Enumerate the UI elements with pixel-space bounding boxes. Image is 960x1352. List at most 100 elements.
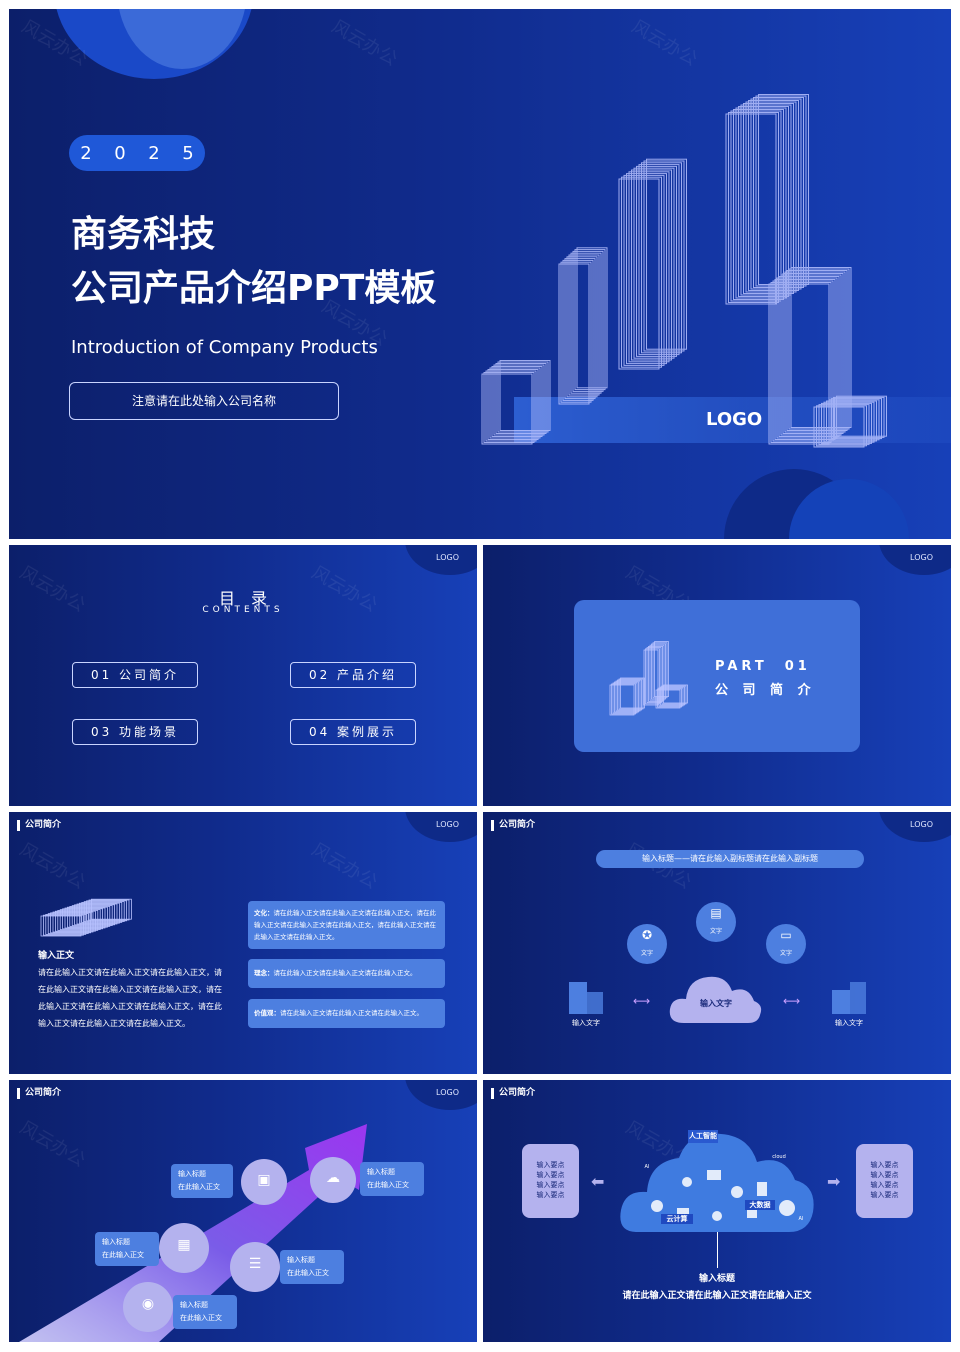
watermark: 风云办公 [307,562,381,617]
logo-label: LOGO [910,820,933,829]
point-item: 输入要点 [536,1191,565,1199]
clipboard-icon: ▦ [177,1237,191,1253]
watermark: 风云办公 [15,839,89,894]
building-wireframe-graphic [481,94,951,448]
watermark: 风云办公 [627,16,701,71]
points-card: 输入要点 输入要点 输入要点 输入要点 [522,1144,579,1218]
toc-item[interactable]: 03 功能场景 [72,719,198,745]
point-item: 输入要点 [870,1161,899,1169]
cover-slide: 风云办公 风云办公 风云办公 风云办公 2 0 2 5 商务科技 公司产品介绍P… [9,9,951,539]
cloud-monitor-icon: ☁ [326,1170,340,1186]
step-title: 输入标题 [180,1301,208,1309]
cover-title-line1: 商务科技 [71,214,216,255]
logo-label: LOGO [436,1088,459,1097]
point-item: 输入要点 [870,1191,899,1199]
step-circle [230,1242,280,1292]
arrow-right-icon: ➡ [827,1172,841,1191]
info-card: 文化：请在此输入正文请在此输入正文请在此输入正文，请在此输入正文请在此输入正文请… [248,901,445,949]
step-circle [310,1157,356,1203]
step-text: 在此输入正文 [102,1251,144,1259]
double-arrow-icon: ⟷ [633,994,651,1008]
year-digit: 5 [182,142,194,164]
step-card: 输入标题 在此输入正文 [360,1162,424,1196]
user-icon: ◉ [141,1296,155,1312]
toc-item[interactable]: 02 产品介绍 [290,662,416,688]
step-text: 在此输入正文 [178,1183,220,1191]
right-label: 输入文字 [835,1019,863,1027]
watermark: 风云办公 [307,839,381,894]
toc-slide: LOGO 风云办公 风云办公 目 录 CONTENTS 01 公司简介 02 产… [9,545,477,806]
feature-circle [696,902,736,942]
card-label: 文化： [254,909,274,917]
layer-stack-graphic [40,898,132,937]
logo-label: LOGO [910,553,933,562]
logo-label: LOGO [436,553,459,562]
cover-logo: LOGO [706,409,763,430]
monitor-icon: ▭ [780,928,792,942]
intro-body: 请在此输入正文请在此输入正文请在此输入正文，请在此输入正文请在此输入正文请在此输… [38,968,222,1028]
year-digit: 0 [114,142,126,164]
arrow-slide: LOGO 公司简介 风云办公 ▣ 输入标题 在此输入正文 ☁ 输入标题 在此输入… [9,1080,477,1342]
step-card: 输入标题 在此输入正文 [280,1250,344,1284]
logo-band [514,397,951,443]
intro-slide: LOGO 公司简介 风云办公 风云办公 输入正文 请在此输入正文请在此输入正文请… [9,812,477,1074]
step-text: 在此输入正文 [180,1314,222,1322]
toc-item[interactable]: 04 案例展示 [290,719,416,745]
circle-label: 文字 [640,950,653,957]
card-text: 请在此输入正文请在此输入正文请在此输入正文。 [273,969,417,977]
step-card: 输入标题 在此输入正文 [171,1164,233,1198]
section-title: 公司简介 [17,1088,61,1099]
tech-slide: 公司简介 风云办公 输入要点 输入要点 输入要点 输入要点 ⬅ 输入要点 输入要… [483,1080,951,1342]
cloud-tag: AI [644,1164,650,1170]
step-circle [241,1159,287,1205]
tech-heading: 输入标题 [698,1274,735,1284]
building-icon [832,982,866,1014]
intro-heading: 输入正文 [38,951,75,961]
document-icon: ▤ [710,906,722,920]
step-title: 输入标题 [287,1256,315,1264]
step-card: 输入标题 在此输入正文 [95,1232,159,1266]
card-label: 理念： [254,969,274,977]
part-name: 公 司 简 介 [715,683,816,698]
step-card: 输入标题 在此输入正文 [173,1295,237,1329]
card-text: 请在此输入正文请在此输入正文请在此输入正文，请在此输入正文请在此输入正文请在此输… [254,909,436,941]
point-item: 输入要点 [536,1161,565,1169]
part-card [574,600,860,752]
card-text: 请在此输入正文请在此输入正文请在此输入正文。 [280,1009,423,1017]
step-title: 输入标题 [102,1238,130,1246]
toc-title: 目 录 [218,589,267,608]
cloud-tag: 大数据 [745,1200,775,1210]
point-item: 输入要点 [870,1181,899,1189]
logo-label: LOGO [436,820,459,829]
section-title: 公司简介 [17,820,61,831]
cloud-tag: AI [798,1216,804,1222]
company-name-button[interactable]: 注意请在此处输入公司名称 [69,382,339,420]
cloud-icon [669,976,762,1023]
step-text: 在此输入正文 [367,1181,409,1189]
double-arrow-icon: ⟷ [783,994,801,1008]
watermark: 风云办公 [327,16,401,71]
info-card: 理念：请在此输入正文请在此输入正文请在此输入正文。 [248,959,445,988]
cloud-tag: 云计算 [661,1214,693,1224]
toc-subtitle: CONTENTS [202,605,284,615]
tech-body: 请在此输入正文请在此输入正文请在此输入正文 [622,1291,812,1301]
point-item: 输入要点 [536,1171,565,1179]
step-circle [123,1282,173,1332]
info-card: 价值观：请在此输入正文请在此输入正文请在此输入正文。 [248,999,445,1028]
feature-circle [766,924,806,964]
arrow-left-icon: ⬅ [591,1172,605,1191]
feature-circle [627,924,667,964]
card-label: 价值观： [254,1009,280,1017]
circle-label: 文字 [779,950,792,957]
toc-item[interactable]: 01 公司简介 [72,662,198,688]
cover-subtitle: Introduction of Company Products [71,337,378,358]
part-label: PART 01 [715,659,811,674]
part-slide: LOGO 风云办公 PART 01 公 司 简 介 [483,545,951,806]
cloud-slide: LOGO 公司简介 风云办公 输入标题——请在此输入副标题请在此输入副标题 ✪ … [483,812,951,1074]
cloud-tag: 人工智能 [688,1130,718,1143]
list-icon: ☰ [248,1256,262,1272]
point-item: 输入要点 [870,1171,899,1179]
step-text: 在此输入正文 [287,1269,329,1277]
cloud-tag: cloud [772,1154,786,1160]
step-circle [159,1223,209,1273]
